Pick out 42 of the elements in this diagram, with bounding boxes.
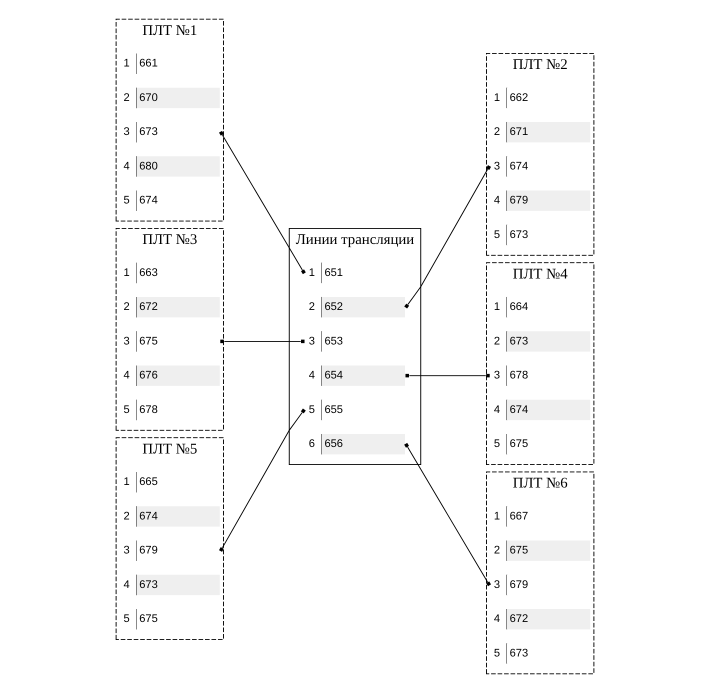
node-label: 5: [308, 404, 315, 416]
node-label: 2: [308, 301, 315, 314]
node-label: 4: [494, 404, 500, 416]
node-label: 2: [124, 301, 130, 314]
node-label: 3: [124, 126, 130, 138]
node-label: 2: [124, 92, 130, 104]
node-label: 5: [124, 613, 130, 626]
node-label: 3: [124, 544, 130, 557]
node-label: 4: [124, 578, 130, 591]
node-label: 1: [308, 266, 315, 279]
node-label: 2: [124, 510, 130, 522]
node-label: 5: [494, 647, 500, 660]
node-label: 4: [124, 160, 130, 172]
node-label: 1: [124, 266, 130, 279]
node-label: 5: [494, 438, 500, 450]
node-label: 3: [494, 160, 500, 172]
connector: [405, 374, 490, 378]
node-label: 1: [124, 476, 130, 488]
node-label: 2: [494, 335, 500, 348]
node-label: 5: [124, 404, 130, 416]
node-label: 1: [494, 510, 500, 522]
node-label: 3: [494, 578, 500, 591]
connector: [219, 130, 306, 274]
node-label: 1: [494, 301, 500, 314]
node-label: 4: [308, 370, 315, 382]
node-label: 1: [494, 92, 500, 104]
connector: [218, 408, 306, 552]
node-label: 4: [124, 370, 130, 382]
node-label: 2: [494, 126, 500, 138]
node-label: 1: [124, 58, 130, 70]
node-label: 3: [494, 370, 500, 382]
node-label: 4: [494, 613, 500, 626]
connector: [404, 442, 491, 586]
node-label: 5: [124, 194, 130, 207]
node-label: 3: [124, 335, 130, 348]
node-label: 3: [308, 335, 315, 348]
connector: [404, 165, 492, 309]
node-label: 6: [308, 438, 315, 450]
node-label: 5: [494, 228, 500, 241]
connector: [220, 340, 305, 344]
node-label: 2: [494, 544, 500, 557]
node-label: 4: [494, 194, 500, 207]
